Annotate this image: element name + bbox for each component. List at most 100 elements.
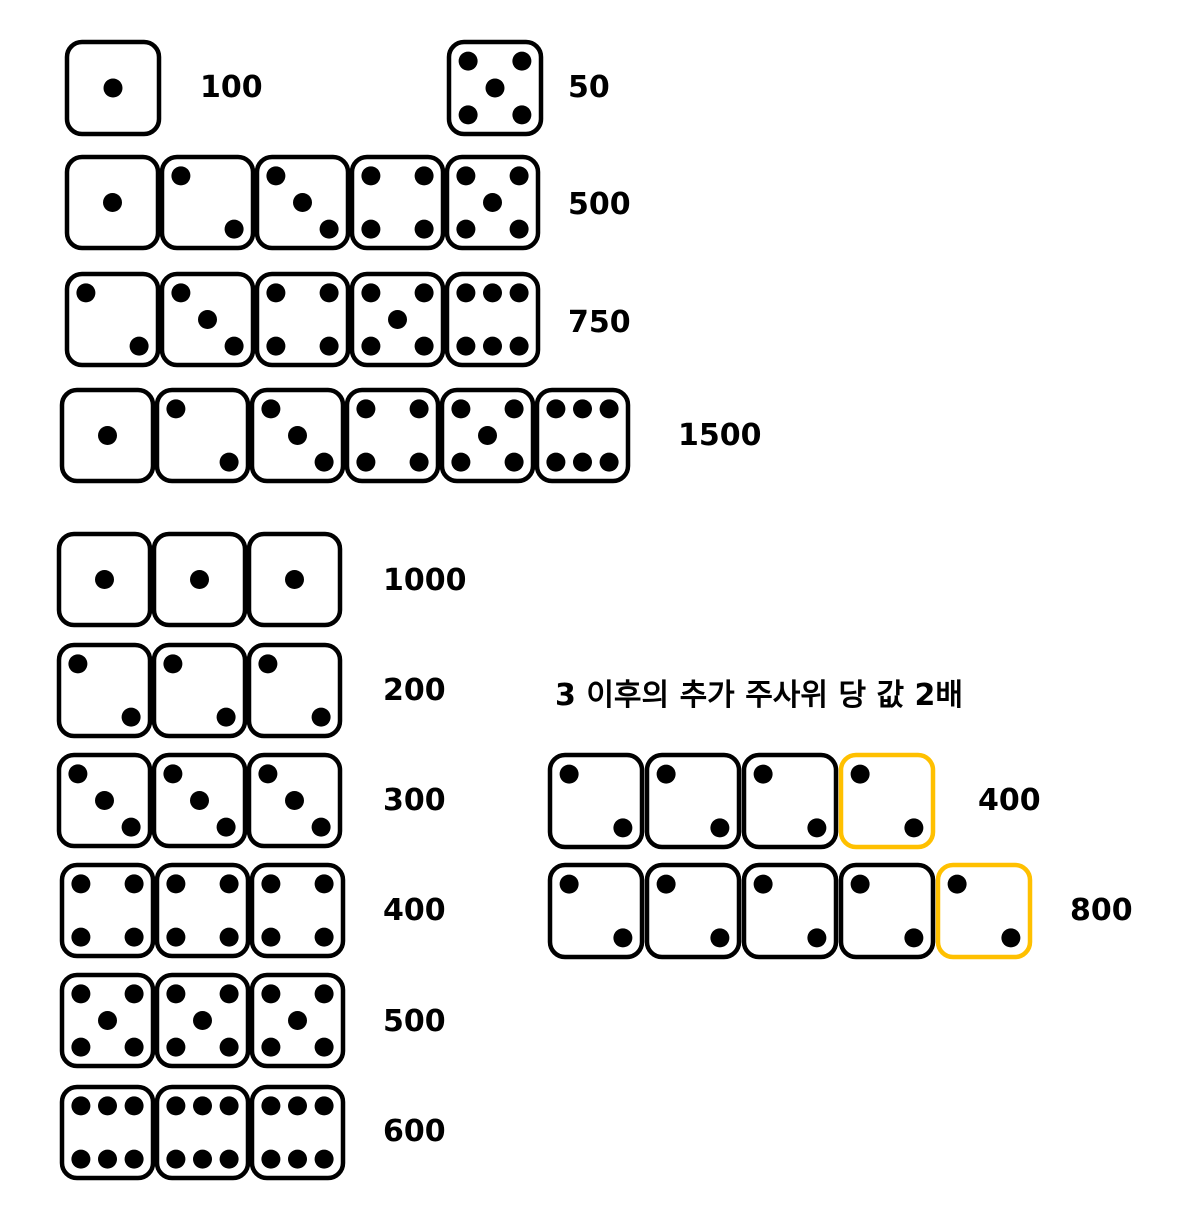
die-face-2 — [547, 752, 645, 850]
die-face-4 — [254, 271, 351, 368]
die-pip — [219, 1037, 239, 1057]
die-pip — [285, 791, 304, 810]
die-pip — [483, 283, 502, 303]
die-pip — [216, 817, 236, 837]
die-face-2 — [547, 862, 645, 960]
score-four-of-2: 400 — [978, 783, 1041, 818]
die-pip — [266, 166, 286, 186]
die-pip — [266, 283, 286, 303]
score-straight-1-6: 1500 — [678, 418, 762, 453]
die-pip — [947, 874, 967, 894]
die-face-4 — [344, 387, 441, 484]
die-pip — [409, 399, 429, 419]
die-pip — [356, 452, 376, 472]
score-triple-2: 200 — [383, 673, 446, 708]
die-face-2 — [154, 387, 251, 484]
die-pip — [166, 874, 186, 894]
die-pip — [261, 1149, 281, 1169]
die-face-2 — [56, 642, 153, 739]
die-pip — [98, 426, 117, 445]
die-pip — [219, 927, 239, 947]
die-pip — [850, 764, 870, 784]
die-pip — [193, 1149, 212, 1169]
die-pip — [546, 452, 566, 472]
die-pip — [219, 984, 239, 1004]
die-pip — [166, 984, 186, 1004]
die-pip — [71, 927, 91, 947]
die-pip — [361, 336, 381, 356]
die-pip — [293, 193, 312, 212]
die-pip — [198, 310, 217, 329]
die-face-5 — [444, 154, 541, 251]
die-pip — [193, 1011, 212, 1030]
die-pip — [216, 707, 236, 727]
die-pip — [68, 654, 88, 674]
die-face-3 — [254, 154, 351, 251]
die-pip — [710, 928, 730, 948]
die-pip — [103, 78, 123, 98]
die-pip — [224, 219, 244, 239]
score-single-1: 100 — [200, 70, 263, 105]
dice-row-straight-2-6 — [64, 271, 541, 368]
die-pip — [509, 336, 529, 356]
die-pip — [414, 166, 434, 186]
die-pip — [573, 452, 592, 472]
die-pip — [509, 283, 529, 303]
die-pip — [361, 219, 381, 239]
die-pip — [171, 283, 191, 303]
die-face-2 — [246, 642, 343, 739]
die-pip — [356, 399, 376, 419]
die-face-5 — [249, 972, 346, 1069]
die-pip — [314, 1037, 334, 1057]
die-pip — [124, 874, 144, 894]
die-pip — [314, 984, 334, 1004]
die-pip — [504, 399, 524, 419]
die-face-5 — [446, 39, 544, 137]
die-pip — [124, 1096, 144, 1116]
die-face-2 — [838, 862, 936, 960]
die-pip — [166, 1096, 186, 1116]
die-face-4 — [249, 862, 346, 959]
die-pip — [456, 166, 476, 186]
die-pip — [261, 984, 281, 1004]
die-pip — [753, 764, 773, 784]
die-face-3 — [246, 752, 343, 849]
die-pip — [71, 1037, 91, 1057]
die-face-4 — [154, 862, 251, 959]
die-pip — [219, 874, 239, 894]
die-pip — [388, 310, 407, 329]
score-triple-5: 500 — [383, 1004, 446, 1039]
die-pip — [288, 1096, 307, 1116]
die-pip — [478, 426, 497, 445]
die-pip — [314, 927, 334, 947]
score-single-5: 50 — [568, 70, 610, 105]
die-face-2 — [935, 862, 1033, 960]
die-face-1 — [246, 531, 343, 628]
die-pip — [314, 1096, 334, 1116]
die-pip — [163, 764, 183, 784]
score-triple-1: 1000 — [383, 563, 467, 598]
die-pip — [95, 570, 114, 589]
die-pip — [314, 452, 334, 472]
die-pip — [261, 399, 281, 419]
die-pip — [414, 283, 434, 303]
die-pip — [288, 1011, 307, 1030]
die-pip — [314, 1149, 334, 1169]
die-pip — [613, 818, 633, 838]
die-face-1 — [64, 154, 161, 251]
die-pip — [319, 283, 339, 303]
die-pip — [599, 452, 619, 472]
die-face-2 — [159, 154, 256, 251]
die-pip — [71, 1096, 91, 1116]
die-pip — [458, 51, 478, 71]
dice-row-straight-1-6 — [59, 387, 631, 484]
die-face-2 — [64, 271, 161, 368]
die-pip — [409, 452, 429, 472]
die-face-6 — [444, 271, 541, 368]
die-pip — [121, 707, 141, 727]
score-triple-4: 400 — [383, 893, 446, 928]
die-pip — [288, 426, 307, 445]
die-pip — [319, 219, 339, 239]
die-pip — [193, 1096, 212, 1116]
die-pip — [656, 874, 676, 894]
